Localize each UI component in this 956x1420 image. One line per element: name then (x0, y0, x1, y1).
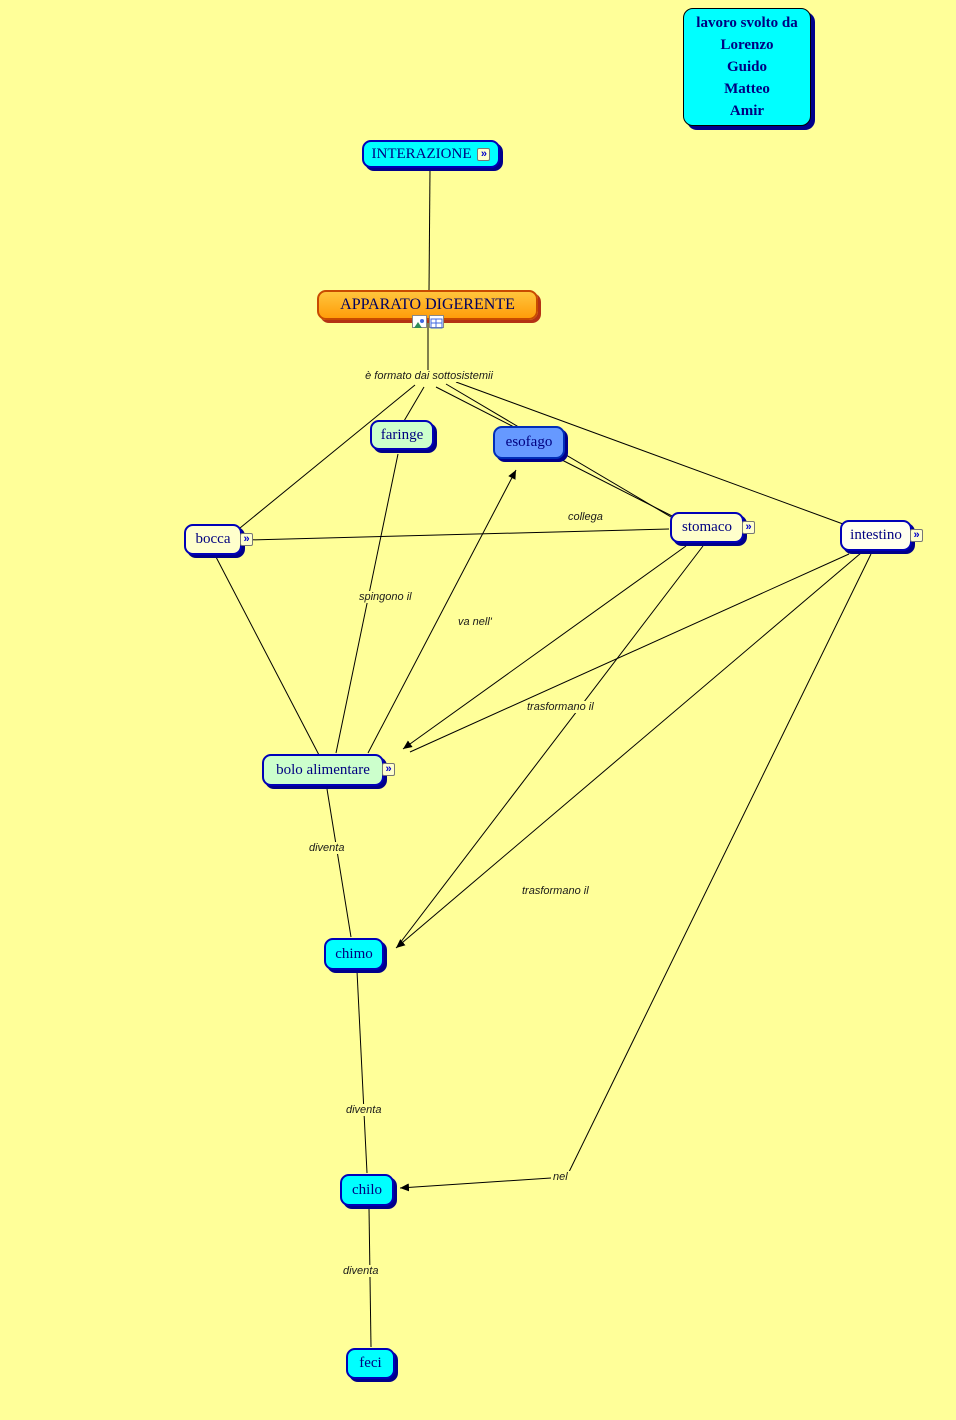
link-collega[interactable]: collega (566, 511, 605, 523)
node-chilo[interactable]: chilo (340, 1174, 394, 1206)
link-va-nell[interactable]: va nell' (456, 616, 494, 628)
table-resource-icon[interactable] (428, 315, 444, 329)
image-resource-icon[interactable] (411, 315, 427, 328)
node-esofago-label: esofago (505, 434, 553, 450)
credits-line-1: lavoro svolto da (696, 15, 798, 31)
node-faringe-label: faringe (380, 426, 424, 443)
node-esofago[interactable]: esofago (493, 426, 565, 459)
node-chilo-label: chilo (352, 1181, 382, 1198)
node-apparato-digerente[interactable]: APPARATO DIGERENTE (317, 290, 538, 329)
credits-line-4: Matteo (724, 81, 770, 97)
link-spingono[interactable]: spingono il (357, 591, 414, 603)
resource-icons (411, 315, 444, 329)
credits-box[interactable]: lavoro svolto da Lorenzo Guido Matteo Am… (683, 8, 811, 126)
node-stomaco[interactable]: stomaco » (670, 512, 755, 543)
edge-faringe-spingono-bolo (335, 453, 399, 754)
edge-bolo-vanell-esofago (367, 469, 517, 754)
credits-line-2: Lorenzo (720, 37, 774, 53)
edge-stomaco-trasformano-bolo (402, 545, 687, 750)
edge-interazione-apparato (428, 168, 431, 292)
edge-intestino-nel (566, 553, 872, 1177)
link-formato[interactable]: è formato dai sottosistemii (352, 370, 506, 382)
link-diventa-3[interactable]: diventa (341, 1265, 381, 1277)
link-nel[interactable]: nel (551, 1171, 570, 1183)
node-intestino[interactable]: intestino » (840, 520, 923, 551)
node-faringe[interactable]: faringe (370, 420, 434, 450)
edge-stomaco-trasformano-chimo (399, 545, 704, 944)
node-feci[interactable]: feci (346, 1348, 395, 1379)
node-intestino-label: intestino (850, 527, 902, 543)
edge-intestino-trasformano-chimo (395, 552, 862, 949)
edge-formato-intestino (455, 381, 844, 525)
credits-line-5: Amir (729, 103, 765, 119)
edge-chilo-diventa-feci (368, 1207, 372, 1348)
edge-chimo-diventa-chilo (356, 970, 368, 1174)
expand-icon[interactable]: » (477, 147, 491, 161)
link-diventa-1[interactable]: diventa (307, 842, 347, 854)
edge-bocca-collega-stomaco (246, 528, 670, 541)
edge-formato-bocca (239, 384, 416, 529)
expand-icon[interactable]: » (240, 532, 253, 546)
node-bocca-label: bocca (195, 531, 231, 547)
edge-bolo-diventa-chimo (326, 788, 352, 938)
edge-nel-chilo (399, 1176, 567, 1192)
link-diventa-2[interactable]: diventa (344, 1104, 384, 1116)
edge-esofago-stomaco (559, 458, 675, 518)
credits-line-3: Guido (726, 59, 768, 75)
node-interazione[interactable]: INTERAZIONE » (362, 140, 500, 168)
link-trasformano-2[interactable]: trasformano il (520, 885, 591, 897)
node-chimo-label: chimo (335, 945, 373, 962)
node-feci-label: feci (359, 1355, 382, 1371)
node-stomaco-label: stomaco (682, 519, 732, 535)
node-bolo-label: bolo alimentare (276, 761, 370, 778)
edge-formato-faringe (403, 386, 425, 422)
link-trasformano-1[interactable]: trasformano il (525, 701, 596, 713)
expand-icon[interactable]: » (742, 520, 755, 534)
edge-formato-esofago (435, 386, 515, 428)
expand-icon[interactable]: » (910, 528, 923, 542)
node-chimo[interactable]: chimo (324, 938, 384, 970)
node-bocca[interactable]: bocca » (184, 524, 253, 555)
edge-bocca-bolo (215, 556, 320, 756)
node-bolo-alimentare[interactable]: bolo alimentare » (262, 754, 395, 786)
node-apparato-label: APPARATO DIGERENTE (340, 296, 515, 313)
expand-icon[interactable]: » (382, 763, 395, 776)
node-interazione-label: INTERAZIONE (371, 145, 472, 162)
edge-intestino-trasformano-bolo (409, 553, 850, 753)
